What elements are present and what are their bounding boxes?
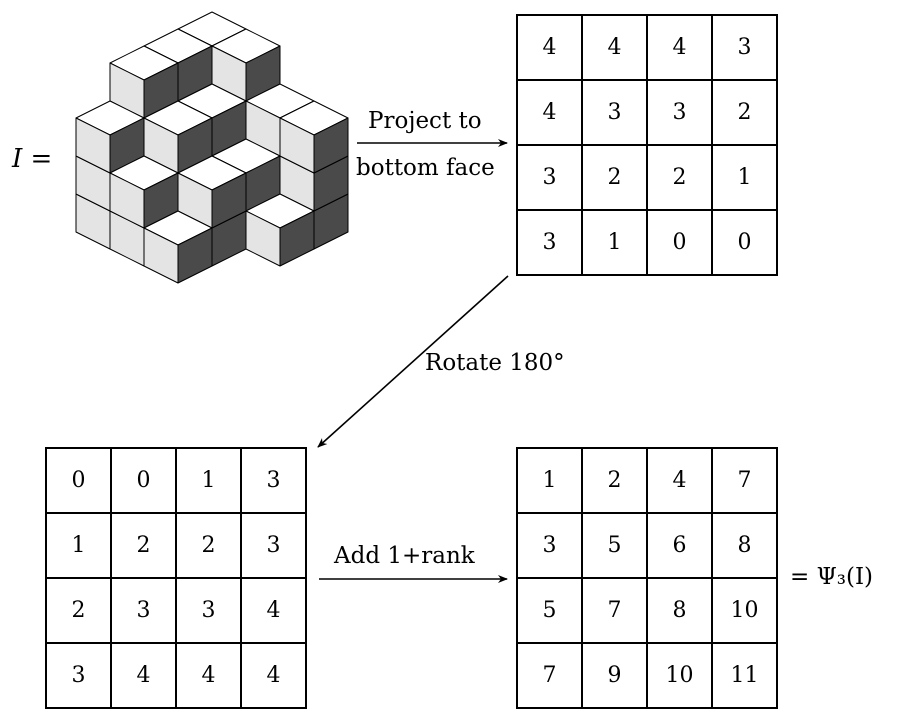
rotated-cell: 1 xyxy=(176,448,241,513)
rotated-cell: 4 xyxy=(241,578,306,643)
projection-cell: 2 xyxy=(647,145,712,210)
rotated-cell: 1 xyxy=(46,513,111,578)
projection-cell: 3 xyxy=(647,80,712,145)
result-cell: 1 xyxy=(517,448,582,513)
rotated-cell: 0 xyxy=(111,448,176,513)
projection-cell: 2 xyxy=(712,80,777,145)
rotated-cell: 3 xyxy=(111,578,176,643)
result-cell: 9 xyxy=(582,643,647,708)
rotate-arrow xyxy=(317,275,509,448)
rotated-cell: 0 xyxy=(46,448,111,513)
projection-cell: 4 xyxy=(517,80,582,145)
cube-face xyxy=(177,227,213,284)
input-label-text: I = xyxy=(12,144,53,174)
projection-cell: 1 xyxy=(582,210,647,275)
rotated-cell: 3 xyxy=(176,578,241,643)
result-cell: 8 xyxy=(712,513,777,578)
result-label: = Ψ₃(I) xyxy=(790,564,874,590)
projection-cell: 3 xyxy=(517,145,582,210)
result-cell: 6 xyxy=(647,513,712,578)
cube-face xyxy=(211,172,247,229)
rotate-label: Rotate 180° xyxy=(425,350,565,376)
rotated-cell: 3 xyxy=(241,448,306,513)
result-cell: 4 xyxy=(647,448,712,513)
projection-cell: 4 xyxy=(582,15,647,80)
result-cell: 11 xyxy=(712,643,777,708)
projection-cell: 1 xyxy=(712,145,777,210)
result-cell: 8 xyxy=(647,578,712,643)
projection-cell: 0 xyxy=(712,210,777,275)
result-cell: 7 xyxy=(712,448,777,513)
rotated-cell: 4 xyxy=(111,643,176,708)
input-label: I = xyxy=(12,146,52,172)
projection-cell: 0 xyxy=(647,210,712,275)
rotated-cell: 4 xyxy=(176,643,241,708)
project-label-line1: Project to xyxy=(368,108,482,134)
result-cell: 10 xyxy=(712,578,777,643)
result-cell: 7 xyxy=(517,643,582,708)
result-cell: 3 xyxy=(517,513,582,578)
result-cell: 5 xyxy=(517,578,582,643)
projection-cell: 2 xyxy=(582,145,647,210)
cube-face xyxy=(279,210,315,267)
rotated-cell: 2 xyxy=(46,578,111,643)
result-cell: 5 xyxy=(582,513,647,578)
projection-cell: 4 xyxy=(647,15,712,80)
rotated-cell: 4 xyxy=(241,643,306,708)
result-cell: 10 xyxy=(647,643,712,708)
cube-face xyxy=(313,117,349,174)
result-cell: 2 xyxy=(582,448,647,513)
projection-cell: 3 xyxy=(582,80,647,145)
projection-cell: 3 xyxy=(712,15,777,80)
rotated-cell: 2 xyxy=(111,513,176,578)
add-rank-label: Add 1+rank xyxy=(334,543,475,569)
project-label-line2: bottom face xyxy=(356,155,495,181)
rotated-cell: 2 xyxy=(176,513,241,578)
projection-cell: 4 xyxy=(517,15,582,80)
result-cell: 7 xyxy=(582,578,647,643)
rotated-cell: 3 xyxy=(46,643,111,708)
projection-cell: 3 xyxy=(517,210,582,275)
rotated-cell: 3 xyxy=(241,513,306,578)
